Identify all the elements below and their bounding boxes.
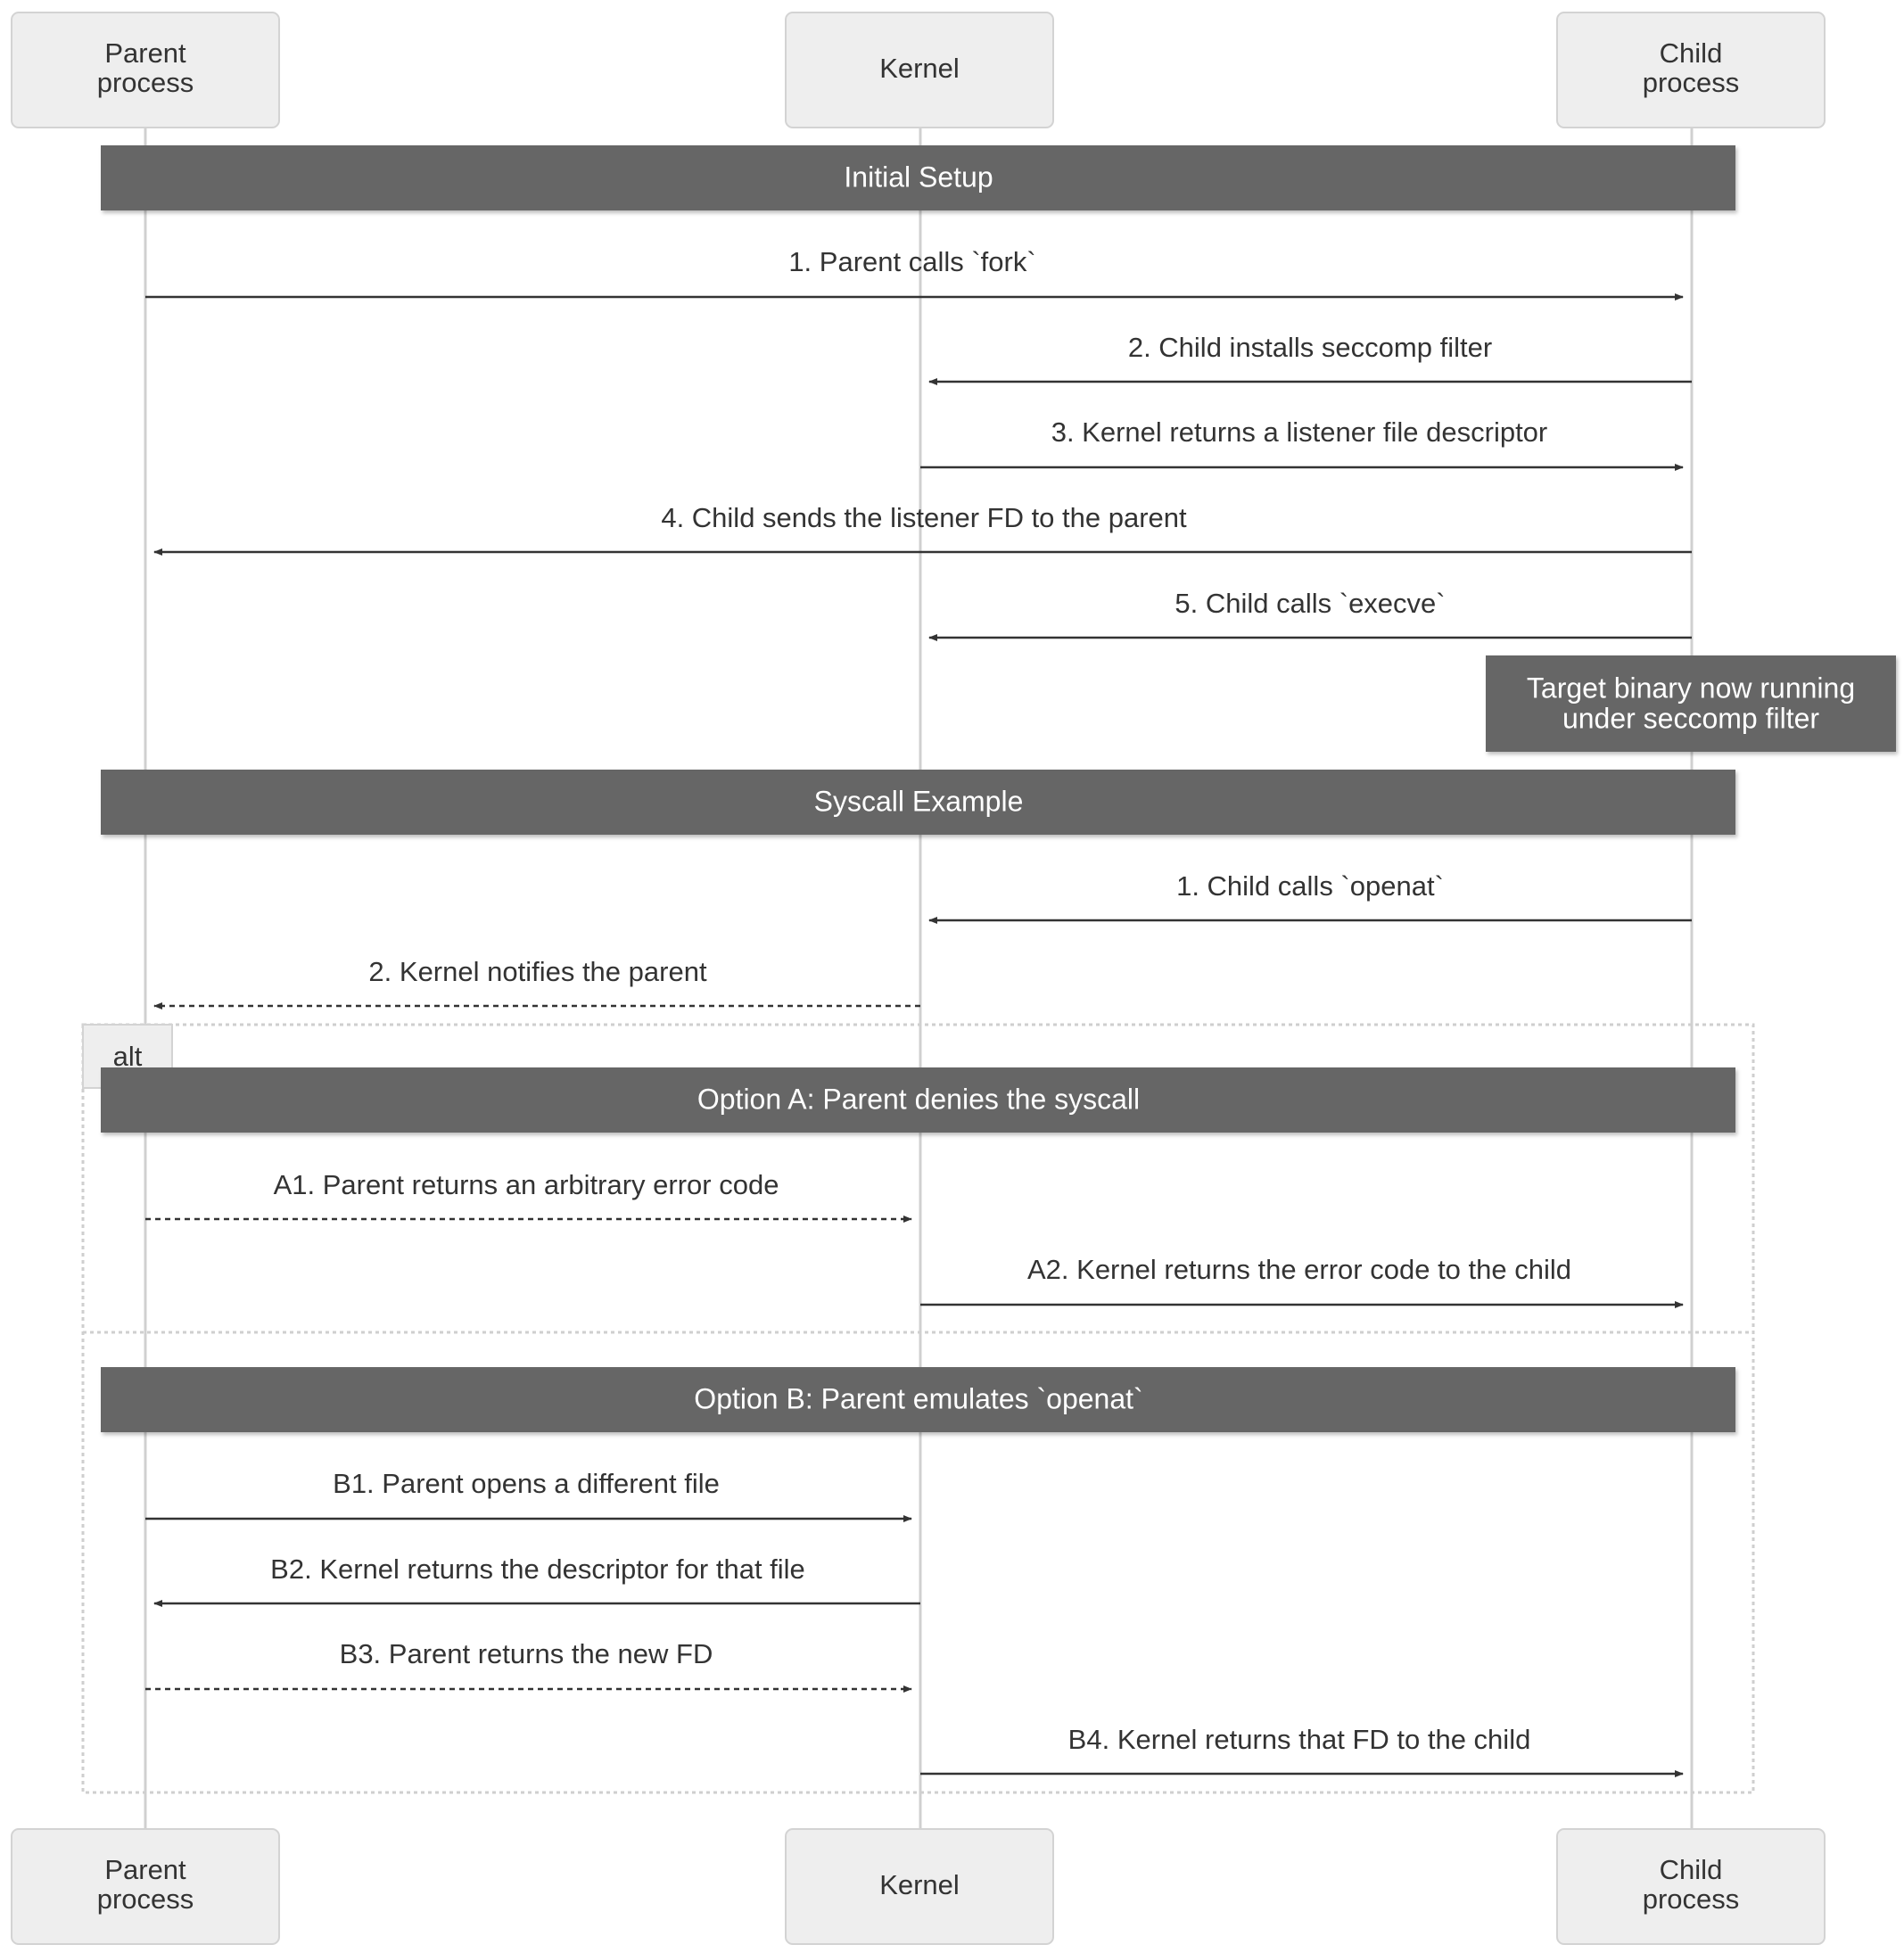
- actor-parent-top: [11, 12, 280, 128]
- section-banners: Initial Setup Syscall Example Option A: …: [101, 145, 1735, 1432]
- note-box: [1486, 655, 1896, 752]
- label-setup-5: 5. Child calls `execve`: [1175, 588, 1445, 619]
- actor-kernel-top-label: Kernel: [879, 53, 960, 84]
- label-b2: B2. Kernel returns the descriptor for th…: [270, 1553, 805, 1585]
- label-setup-2: 2. Child installs seccomp filter: [1128, 332, 1492, 363]
- actors-bottom: Parent process Kernel Child process: [11, 1828, 1826, 1945]
- messages: 1. Parent calls `fork` 2. Child installs…: [145, 246, 1692, 1777]
- banner-option-a: [101, 1067, 1735, 1133]
- label-setup-1: 1. Parent calls `fork`: [788, 246, 1035, 277]
- label-b4: B4. Kernel returns that FD to the child: [1068, 1724, 1531, 1755]
- actor-child-top-line-1: Child: [1660, 37, 1723, 69]
- label-syscall-2: 2. Kernel notifies the parent: [368, 956, 707, 987]
- actor-child-bottom-line-2: process: [1643, 1883, 1740, 1915]
- banner-syscall-example: [101, 770, 1735, 835]
- alt-label: alt: [113, 1041, 143, 1072]
- label-b3: B3. Parent returns the new FD: [340, 1638, 713, 1669]
- actor-child-bottom: [1556, 1828, 1826, 1945]
- actor-parent-bottom-line-1: Parent: [104, 1854, 186, 1885]
- actors-top: Parent process Kernel Child process: [11, 12, 1826, 128]
- actor-parent-top-line-2: process: [97, 67, 194, 98]
- banner-initial-setup-text: Initial Setup: [844, 161, 993, 193]
- banner-initial-setup: [101, 145, 1735, 210]
- label-b1: B1. Parent opens a different file: [333, 1468, 720, 1499]
- label-syscall-1: 1. Child calls `openat`: [1176, 870, 1444, 902]
- actor-kernel-bottom: [785, 1828, 1054, 1945]
- actor-parent-bottom-line-2: process: [97, 1883, 194, 1915]
- actor-child-bottom-line-1: Child: [1660, 1854, 1723, 1885]
- lifelines: [144, 128, 1694, 1829]
- actor-parent-bottom: [11, 1828, 280, 1945]
- actor-kernel-top: [785, 12, 1054, 128]
- actor-kernel-bottom-label: Kernel: [879, 1869, 960, 1900]
- banner-option-b-text: Option B: Parent emulates `openat`: [694, 1382, 1142, 1414]
- note-line-1: Target binary now running: [1527, 672, 1855, 704]
- note-target-binary: Target binary now running under seccomp …: [1486, 655, 1896, 752]
- alt-frame-border: [81, 1023, 1755, 1794]
- actor-child-top-line-2: process: [1643, 67, 1740, 98]
- actor-child-top: [1556, 12, 1826, 128]
- label-setup-3: 3. Kernel returns a listener file descri…: [1051, 416, 1548, 448]
- label-setup-4: 4. Child sends the listener FD to the pa…: [661, 502, 1187, 533]
- banner-option-a-text: Option A: Parent denies the syscall: [697, 1083, 1140, 1115]
- label-a2: A2. Kernel returns the error code to the…: [1027, 1254, 1571, 1285]
- actor-parent-top-line-1: Parent: [104, 37, 186, 69]
- banner-option-b: [101, 1367, 1735, 1432]
- banner-syscall-example-text: Syscall Example: [814, 785, 1024, 817]
- label-a1: A1. Parent returns an arbitrary error co…: [274, 1169, 779, 1200]
- note-line-2: under seccomp filter: [1562, 702, 1819, 734]
